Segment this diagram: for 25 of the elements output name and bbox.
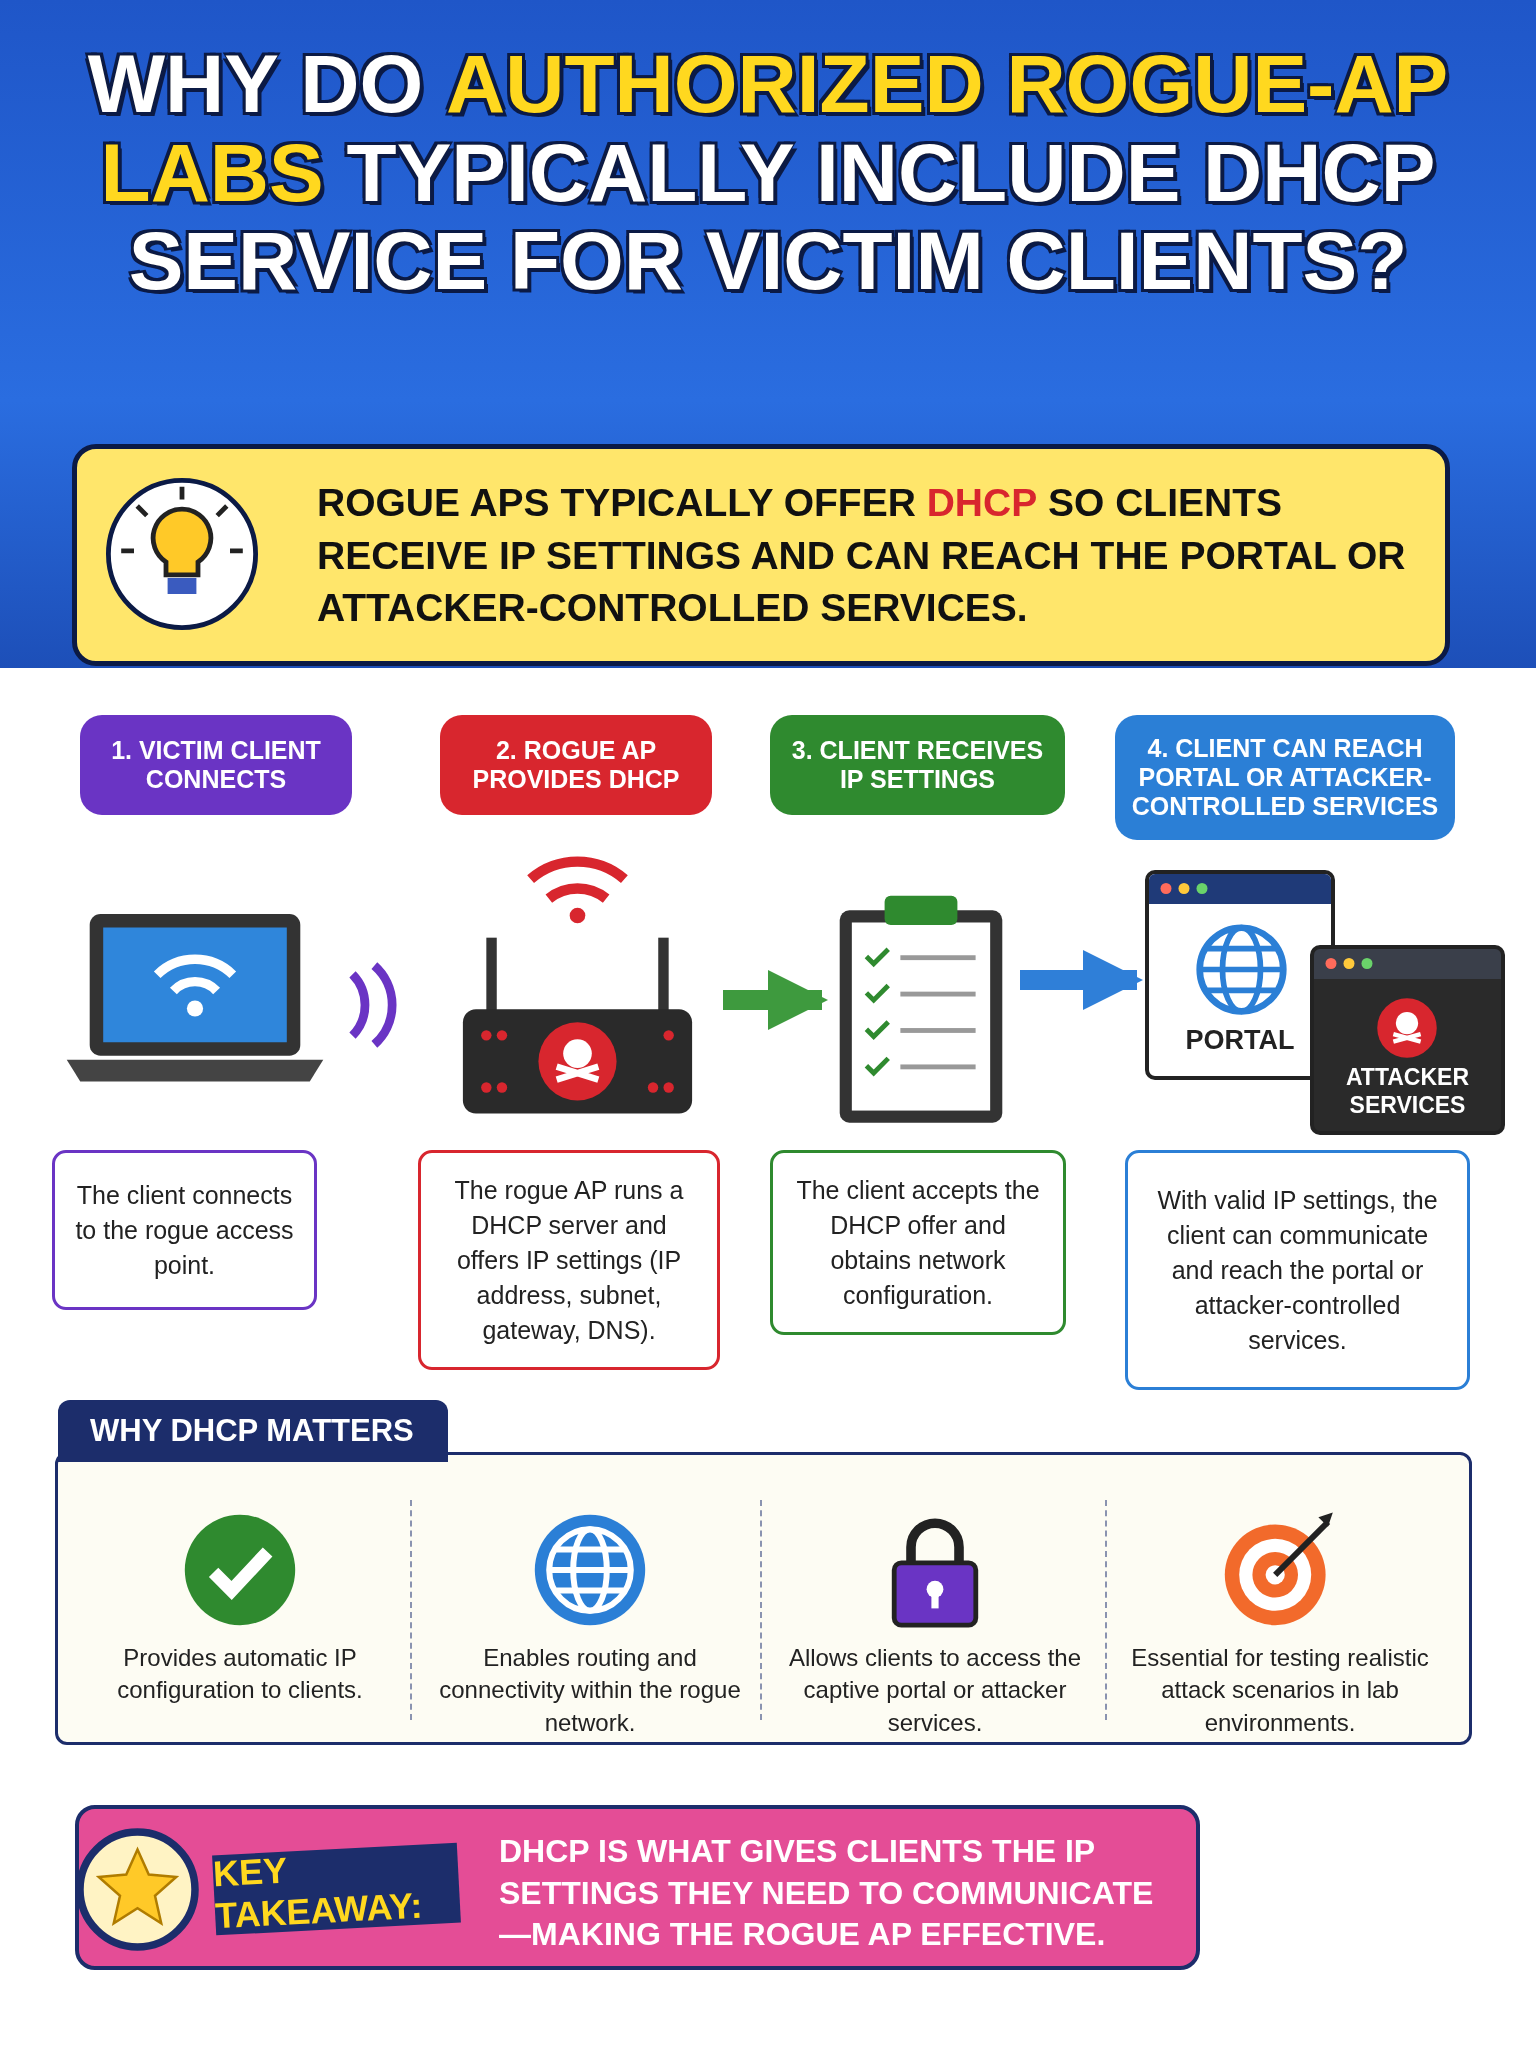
- window-label: ATTACKER SERVICES: [1344, 1064, 1471, 1120]
- takeaway-label: KEY TAKEAWAY:: [212, 1842, 461, 1936]
- browser-window: [1145, 870, 1335, 1080]
- step-heading: 1. VICTIM CLIENT CONNECTS: [80, 715, 352, 815]
- step-heading: 3. CLIENT RECEIVES IP SETTINGS: [770, 715, 1065, 815]
- description-box: The client connects to the rogue access point.: [52, 1150, 317, 1310]
- benefit-text: Allows clients to access the captive portal or attacker services.: [787, 1643, 1083, 1738]
- step-heading: 2. ROGUE AP PROVIDES DHCP: [440, 715, 712, 815]
- benefit-text: Essential for testing realistic attack scenarios in lab environments.: [1130, 1643, 1430, 1738]
- description-box: The client accepts the DHCP offer and obtains network configuration.: [770, 1150, 1066, 1335]
- banner-box: [72, 444, 1450, 666]
- banner-text: ROGUE APS TYPICALLY OFFER DHCP SO CLIENTS RECEIVE IP SETTINGS AND CAN REACH THE PORTAL OR ATTACKER-CONTROLLED SERVICES.: [317, 480, 1407, 632]
- browser-window: [1310, 945, 1505, 1135]
- arrow: [1020, 950, 1143, 1010]
- title: WHY DO AUTHORIZED ROGUE-AP LABS TYPICALLY INCLUDE DHCP SERVICE FOR VICTIM CLIENTS?: [86, 40, 1450, 306]
- step-heading: 4. CLIENT CAN REACH PORTAL OR ATTACKER-CONTROLLED SERVICES: [1115, 715, 1455, 840]
- takeaway-text: DHCP IS WHAT GIVES CLIENTS THE IP SETTINGS THEY NEED TO COMMUNICATE—MAKING THE ROGUE AP EFFECTIVE.: [499, 1832, 1155, 1955]
- arrow: [723, 970, 828, 1030]
- window-label: PORTAL: [1184, 1024, 1296, 1057]
- benefit-text: Enables routing and connectivity within the rogue network.: [438, 1643, 742, 1738]
- description-box: The rogue AP runs a DHCP server and offers IP settings (IP address, subnet, gateway, DNS).: [418, 1150, 720, 1370]
- takeaway-box: [75, 1805, 1200, 1970]
- benefit-text: Provides automatic IP configuration to clients.: [116, 1643, 364, 1706]
- panel-heading: WHY DHCP MATTERS: [58, 1400, 448, 1462]
- description-box: With valid IP settings, the client can communicate and reach the portal or attacker-controlled services.: [1125, 1150, 1470, 1390]
